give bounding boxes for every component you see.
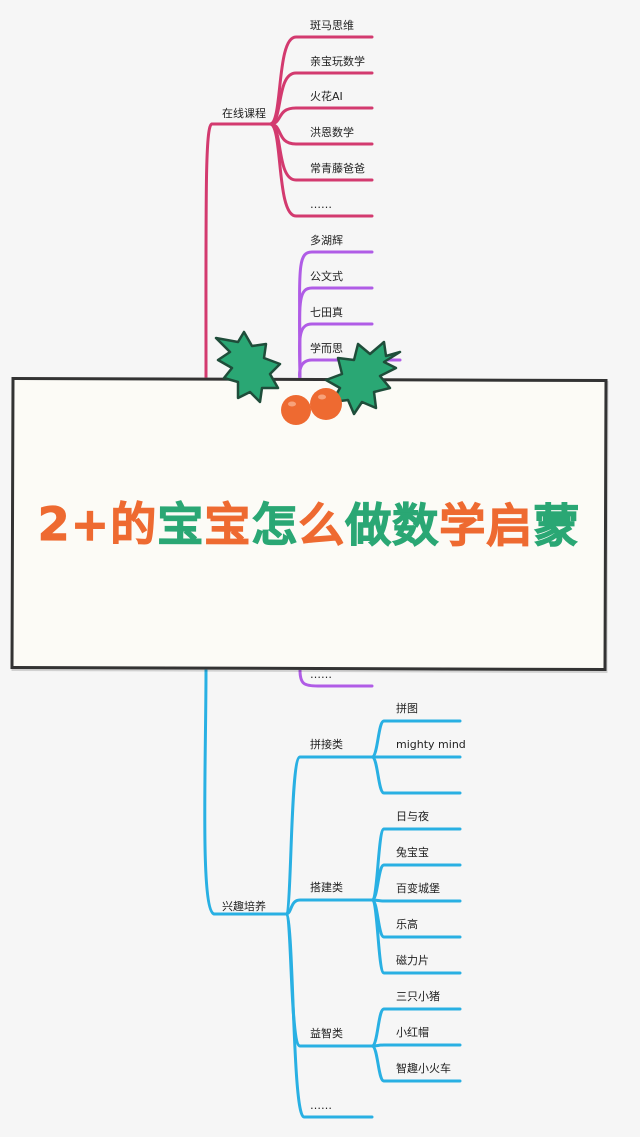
category-label: 兴趣培养	[222, 899, 266, 913]
holly-icon	[214, 330, 402, 425]
leaf-label: 拼图	[396, 701, 418, 715]
group-label: 益智类	[310, 1026, 343, 1040]
category-label: 在线课程	[222, 106, 266, 120]
title-part: 宝	[157, 497, 205, 552]
leaf-branch	[370, 1043, 462, 1048]
title-part: 做	[345, 498, 393, 553]
leaf-branch	[268, 106, 374, 126]
trunk-line	[203, 668, 288, 916]
course-label: 洪恩数学	[310, 125, 354, 139]
leaf-branch	[370, 898, 462, 903]
leaf-label: 智趣小火车	[396, 1061, 451, 1075]
group-label: 拼接类	[310, 737, 343, 751]
group-branch	[284, 755, 374, 916]
page-title: 2+的宝宝怎么做数学启蒙	[14, 488, 604, 556]
leaf-label: 兔宝宝	[396, 845, 429, 859]
leaf-branch	[268, 122, 374, 218]
title-part: 的	[110, 497, 158, 552]
leaf-label: 乐高	[396, 917, 418, 931]
course-label: 火花AI	[310, 90, 343, 103]
title-part: 启	[486, 498, 534, 553]
book-label: 学而思	[310, 341, 343, 355]
group-branch	[284, 912, 374, 1119]
leaf-branch	[370, 755, 462, 795]
course-label: 亲宝玩数学	[310, 54, 365, 68]
title-part: 么	[298, 497, 346, 553]
leaf-branch	[298, 668, 374, 688]
ellipsis-label: ……	[310, 668, 332, 681]
leaf-branch	[370, 898, 462, 975]
title-part: 怎	[251, 497, 299, 552]
title-part: 2+	[37, 497, 111, 552]
course-label: 斑马思维	[310, 19, 354, 32]
leaf-label: 日与夜	[396, 809, 429, 823]
course-label: ……	[310, 198, 332, 211]
leaf-branch	[370, 1044, 462, 1083]
leaf-label: 三只小猪	[396, 990, 440, 1003]
group-label: 搭建类	[310, 880, 343, 894]
leaf-label: 百变城堡	[396, 881, 440, 895]
title-part: 数	[392, 498, 440, 553]
book-label: 七田真	[310, 305, 343, 319]
trunk-line	[204, 122, 214, 382]
title-part: 蒙	[533, 498, 581, 553]
book-label: 公文式	[310, 269, 343, 283]
course-label: 常青藤爸爸	[310, 162, 365, 175]
title-part: 学	[439, 498, 487, 553]
book-label: 多湖辉	[310, 233, 343, 247]
group-branch	[284, 898, 374, 916]
leaf-label: 磁力片	[396, 954, 429, 967]
leaf-label: 小红帽	[396, 1026, 429, 1039]
ellipsis-label: ……	[310, 1099, 332, 1112]
leaf-label: mighty mind	[396, 738, 466, 751]
title-part: 宝	[204, 497, 252, 552]
